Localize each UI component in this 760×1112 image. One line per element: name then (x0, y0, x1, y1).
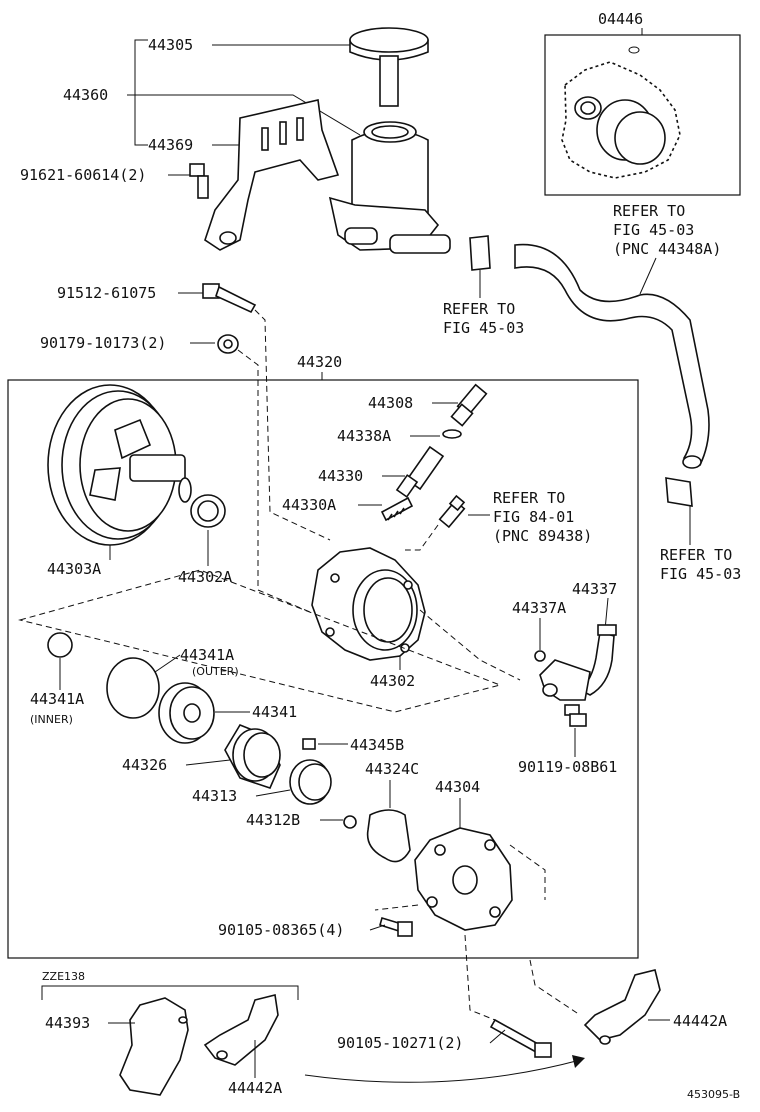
dash-sensor (405, 524, 439, 551)
vane-44345B-icon (302, 738, 316, 750)
exploded-outline (18, 569, 502, 713)
label-44312B: 44312B (246, 811, 300, 829)
reservoir-icon (328, 27, 451, 254)
note-inner: (INNER) (30, 713, 73, 726)
gasket-44324C-icon (366, 809, 411, 863)
pump-body-icon (311, 547, 426, 661)
refer-note-1: REFER TO FIG 45-03 (PNC 44348A) (613, 202, 721, 295)
cover-44393-icon (119, 997, 189, 1096)
label-44303A: 44303A (47, 560, 101, 578)
rear-housing-44304-icon (414, 827, 513, 931)
rotor-44313-icon (289, 759, 332, 805)
label-04446: 04446 (598, 10, 643, 28)
pipe-44337-icon (539, 624, 617, 701)
label-44320: 44320 (297, 353, 342, 371)
label-44442A-right: 44442A (673, 1012, 727, 1030)
ref2-line2: FIG 45-03 (443, 319, 524, 337)
label-44337: 44337 (572, 580, 617, 598)
label-44330: 44330 (318, 467, 363, 485)
label-44369: 44369 (148, 136, 193, 154)
ref1-line2: FIG 45-03 (613, 221, 694, 239)
label-90179: 90179-10173(2) (40, 334, 166, 352)
plug-44308-icon (450, 383, 488, 427)
label-44326: 44326 (122, 756, 167, 774)
sensor-89438-icon (438, 494, 466, 529)
dash-rear-2 (374, 904, 419, 911)
refer-note-3: REFER TO FIG 84-01 (PNC 89438) (468, 489, 592, 545)
ref1-line1: REFER TO (613, 202, 685, 220)
ref4-line2: FIG 45-03 (660, 565, 741, 583)
refer-note-2: REFER TO FIG 45-03 (443, 270, 524, 337)
arrow-curve (304, 1059, 581, 1083)
bolt-90105b-icon (489, 1018, 552, 1058)
refer-note-4: REFER TO FIG 45-03 (660, 506, 741, 583)
label-44304: 44304 (435, 778, 480, 796)
dash-90179 (237, 349, 311, 613)
collar-90179-icon (217, 334, 239, 354)
dash-bolt-90105b (464, 934, 496, 1021)
label-90105a: 90105-08365(4) (218, 921, 344, 939)
bracket-icon (204, 99, 340, 251)
cam-ring-44341-icon (158, 682, 215, 744)
main-assembly-frame (7, 379, 639, 959)
ref3-line3: (PNC 89438) (493, 527, 592, 545)
label-44393: 44393 (45, 1014, 90, 1032)
label-90119: 90119-08B61 (518, 758, 617, 776)
gasket-kit-icon (561, 46, 681, 179)
label-44341A-inner: 44341A (30, 690, 84, 708)
label-91621: 91621-60614(2) (20, 166, 146, 184)
label-44308: 44308 (368, 394, 413, 412)
ref3-line1: REFER TO (493, 489, 565, 507)
dash-91512 (254, 309, 331, 541)
catalog-number: 453095-B (687, 1088, 740, 1101)
bolt-91621-icon (189, 163, 209, 199)
spring-44330A-icon (380, 496, 414, 522)
label-91512: 91512-61075 (57, 284, 156, 302)
ring-44312B-icon (343, 815, 357, 829)
label-44330A: 44330A (282, 496, 336, 514)
label-44360: 44360 (63, 86, 108, 104)
valve-44330-icon (395, 445, 445, 498)
bolt-90105a-icon (379, 916, 413, 937)
bracket-44442A-right-icon (583, 969, 661, 1045)
label-44305: 44305 (148, 36, 193, 54)
note-zze: ZZE138 (42, 970, 85, 983)
zze-bracket (41, 985, 299, 1000)
seal-44302A-icon (190, 494, 226, 528)
ref1-line3: (PNC 44348A) (613, 240, 721, 258)
label-44338A: 44338A (337, 427, 391, 445)
label-44302A: 44302A (178, 568, 232, 586)
note-outer: (OUTER) (192, 665, 239, 678)
pulley-icon (47, 384, 192, 546)
label-44313: 44313 (192, 787, 237, 805)
label-44341: 44341 (252, 703, 297, 721)
ref4-line1: REFER TO (660, 546, 732, 564)
ref2-line1: REFER TO (443, 300, 515, 318)
arrow-head (572, 1055, 585, 1068)
label-44345B: 44345B (350, 736, 404, 754)
ref3-line2: FIG 84-01 (493, 508, 574, 526)
o-ring-44338A-icon (442, 429, 462, 439)
dash-44337 (419, 609, 521, 681)
o-ring-outer-icon (106, 657, 160, 719)
dash-bracket-right (529, 959, 581, 1016)
bolt-90119-icon (564, 704, 587, 727)
label-90105b: 90105-10271(2) (337, 1034, 463, 1052)
label-44302: 44302 (370, 672, 415, 690)
label-44337A: 44337A (512, 599, 566, 617)
bracket-leader-44360 (134, 39, 148, 146)
hose-icon (469, 235, 710, 507)
label-44341A-outer: 44341A (180, 646, 234, 664)
label-44324C: 44324C (365, 760, 419, 778)
bolt-91512-icon (202, 283, 257, 314)
leader-44360 (127, 94, 361, 136)
label-44442A-left: 44442A (228, 1079, 282, 1097)
dash-rear-1 (509, 844, 546, 900)
cam-44326-icon (224, 724, 281, 789)
bracket-44442A-left-icon (203, 994, 279, 1066)
o-ring-44337A-icon (534, 650, 546, 662)
o-ring-inner-icon (47, 632, 73, 658)
